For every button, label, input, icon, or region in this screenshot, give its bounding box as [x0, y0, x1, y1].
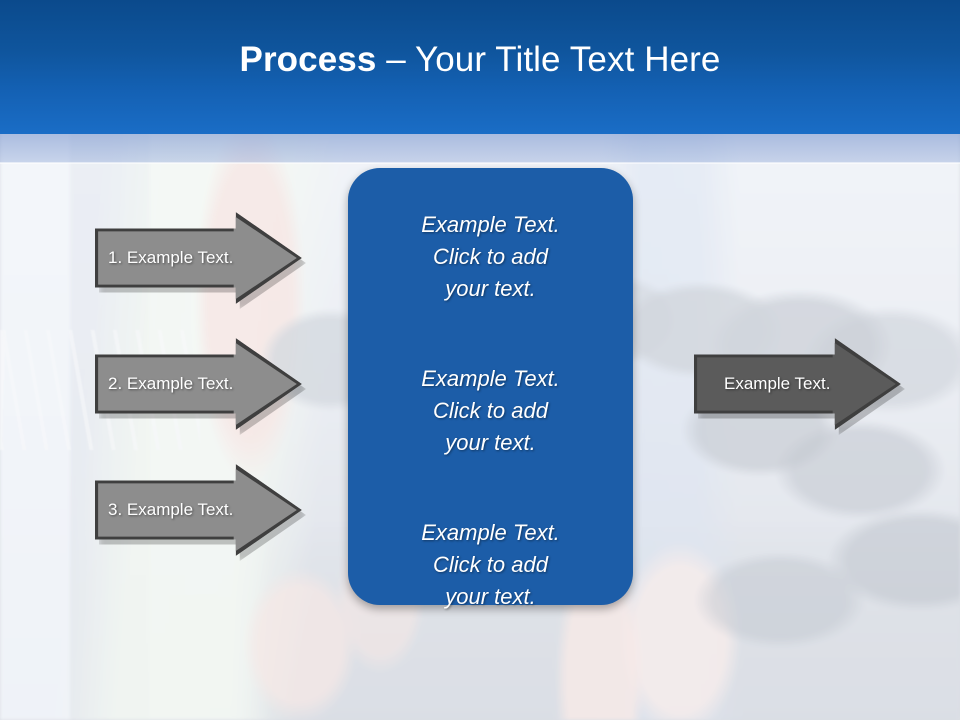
slide-header: Process – Your Title Text Here: [0, 0, 960, 134]
arrow-label-4: Example Text.: [724, 374, 831, 393]
page-title: Process – Your Title Text Here: [240, 40, 721, 94]
center-content-panel[interactable]: Example Text. Click to add your text. Ex…: [348, 168, 633, 609]
panel-block-3-line-2: Click to add: [433, 552, 548, 577]
panel-text-block-2[interactable]: Example Text. Click to add your text.: [378, 363, 603, 459]
header-band-divider: [0, 162, 960, 164]
panel-block-2-line-1: Example Text.: [421, 366, 560, 391]
panel-block-2-line-3: your text.: [445, 430, 536, 455]
page-title-strong: Process: [239, 40, 377, 79]
arrow-label-1: 1. Example Text.: [108, 248, 234, 267]
panel-block-3-line-3: your text.: [445, 584, 536, 609]
header-translucent-band: [0, 134, 960, 163]
panel-block-1-line-2: Click to add: [433, 244, 548, 269]
page-title-rest: – Your Title Text Here: [376, 40, 721, 79]
arrow-label-3: 3. Example Text.: [108, 500, 234, 519]
panel-text-block-1[interactable]: Example Text. Click to add your text.: [378, 209, 603, 305]
panel-block-3-line-1: Example Text.: [421, 520, 560, 545]
panel-text-block-3[interactable]: Example Text. Click to add your text.: [378, 517, 603, 613]
panel-block-1-line-3: your text.: [445, 276, 536, 301]
panel-block-1-line-1: Example Text.: [421, 212, 560, 237]
panel-block-2-line-2: Click to add: [433, 398, 548, 423]
arrow-label-2: 2. Example Text.: [108, 374, 234, 393]
